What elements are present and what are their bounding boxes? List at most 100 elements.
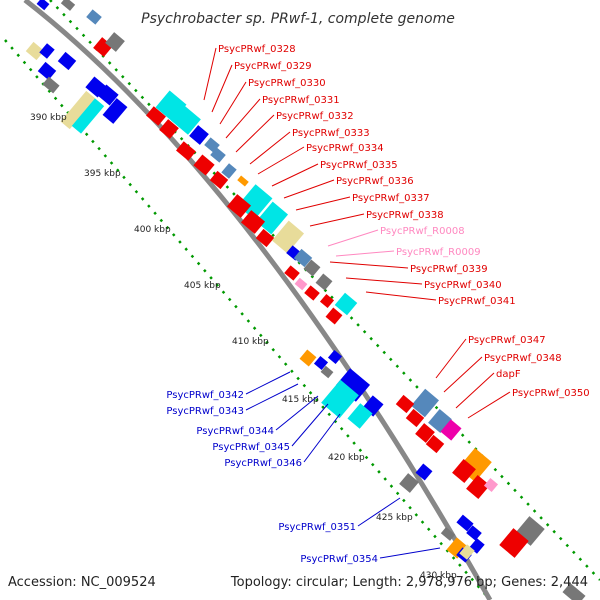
gene-label: PsycPRwf_0346 — [224, 458, 302, 469]
gene-leader-line — [245, 383, 299, 411]
gene-label: PsycPRwf_0331 — [262, 95, 340, 106]
gene-leader-line — [365, 291, 437, 301]
gene-label: PsycPRwf_0354 — [300, 554, 378, 565]
gene-label: PsycPRwf_0339 — [410, 264, 488, 275]
cds-block — [25, 41, 45, 61]
gene-label: PsycPRwf_0337 — [352, 193, 430, 204]
cds-block — [415, 423, 435, 443]
cds-block — [440, 527, 456, 541]
cds-block — [459, 544, 475, 560]
cds-block — [440, 419, 462, 441]
gene-leader-line — [455, 372, 495, 409]
gene-leader-line — [283, 179, 335, 199]
cds-block — [395, 394, 415, 414]
gene-label: PsycPRwf_0336 — [336, 176, 414, 187]
cds-block — [176, 141, 196, 161]
gene-label: PsycPRwf_0341 — [438, 296, 516, 307]
gene-label: PsycPRwf_R0008 — [380, 226, 465, 237]
gene-leader-line — [303, 413, 341, 463]
cds-block — [334, 292, 358, 316]
cds-block — [319, 293, 335, 309]
cds-block — [428, 408, 452, 434]
cds-block — [39, 43, 55, 59]
cds-block — [320, 365, 334, 379]
cds-block — [327, 349, 343, 365]
kbp-tick-label: 420 kbp — [328, 453, 365, 463]
cds-block — [60, 90, 96, 130]
gene-label: PsycPRwf_0343 — [166, 406, 244, 417]
gene-leader-line — [203, 47, 217, 101]
gene-leader-line — [219, 81, 247, 125]
cds-block — [499, 528, 529, 558]
gene-label: PsycPRwf_0340 — [424, 280, 502, 291]
gene-leader-line — [345, 277, 423, 285]
cds-block — [299, 349, 317, 367]
cds-block — [42, 76, 60, 94]
kbp-tick-label: 395 kbp — [84, 169, 121, 179]
cds-block — [189, 125, 209, 145]
gene-leader-line — [257, 146, 305, 175]
cds-block — [237, 175, 249, 187]
cds-block — [146, 106, 166, 126]
gene-leader-line — [329, 261, 409, 269]
cds-block — [102, 98, 128, 124]
gene-leader-line — [443, 356, 483, 393]
gene-label: PsycPRwf_0334 — [306, 143, 384, 154]
feature-tracks — [25, 0, 586, 600]
accession-text: Accession: NC_009524 — [8, 575, 156, 590]
kbp-tick-label: 415 kbp — [282, 395, 319, 405]
kbp-tick-label: 430 kbp — [420, 571, 457, 581]
gene-label: PsycPRwf_0332 — [276, 111, 354, 122]
gene-leader-line — [327, 229, 379, 247]
gene-leader-line — [379, 547, 441, 559]
cds-block — [399, 473, 419, 493]
gene-label: PsycPRwf_0344 — [196, 426, 274, 437]
cds-block — [37, 61, 57, 81]
cds-block — [193, 154, 215, 176]
cds-block — [303, 259, 321, 277]
gene-label: PsycPRwf_0333 — [292, 128, 370, 139]
gene-leader-line — [235, 114, 275, 153]
cds-block — [105, 32, 125, 52]
cds-block — [60, 0, 76, 11]
gene-leader-line — [249, 131, 291, 165]
map-title: Psychrobacter sp. PRwf-1, complete genom… — [141, 11, 455, 27]
gene-label: PsycPRwf_R0009 — [396, 247, 481, 258]
topology-summary: Topology: circular; Length: 2,978,976 bp… — [230, 575, 588, 590]
gene-label: PsycPRwf_0351 — [278, 522, 356, 533]
cds-block — [321, 379, 359, 419]
kbp-tick-label: 410 kbp — [232, 337, 269, 347]
gene-label: PsycPRwf_0348 — [484, 353, 562, 364]
rna-block — [483, 477, 499, 493]
cds-block — [452, 458, 476, 484]
cds-block — [36, 0, 50, 11]
gene-leader-line — [291, 403, 329, 447]
genome-backbone — [23, 0, 493, 600]
gene-label: PsycPRwf_0328 — [218, 44, 296, 55]
cds-block — [255, 228, 275, 248]
cds-block — [255, 201, 289, 235]
cds-block — [466, 525, 482, 541]
gene-leader-line — [467, 391, 511, 419]
gene-label: PsycPRwf_0338 — [366, 210, 444, 221]
cds-block — [335, 368, 371, 402]
gene-leader-line — [309, 213, 365, 227]
cds-block — [325, 307, 343, 325]
cds-block — [86, 9, 102, 25]
gene-label: PsycPRwf_0350 — [512, 388, 590, 399]
gene-label: PsycPRwf_0345 — [212, 442, 290, 453]
cds-block — [446, 537, 468, 559]
cds-block — [284, 265, 300, 281]
cds-block — [240, 210, 266, 234]
kbp-tick-label: 400 kbp — [134, 225, 171, 235]
cds-block — [411, 388, 439, 418]
cds-block — [304, 285, 320, 301]
gene-leader-line — [211, 64, 233, 113]
gene-label: PsycPRwf_0342 — [166, 390, 244, 401]
cds-block — [425, 434, 445, 454]
gene-leader-line — [357, 497, 401, 527]
gene-leader-line — [271, 163, 319, 187]
gene-label: PsycPRwf_0347 — [468, 335, 546, 346]
cds-block — [293, 248, 313, 268]
gene-label: PsycPRwf_0330 — [248, 78, 326, 89]
